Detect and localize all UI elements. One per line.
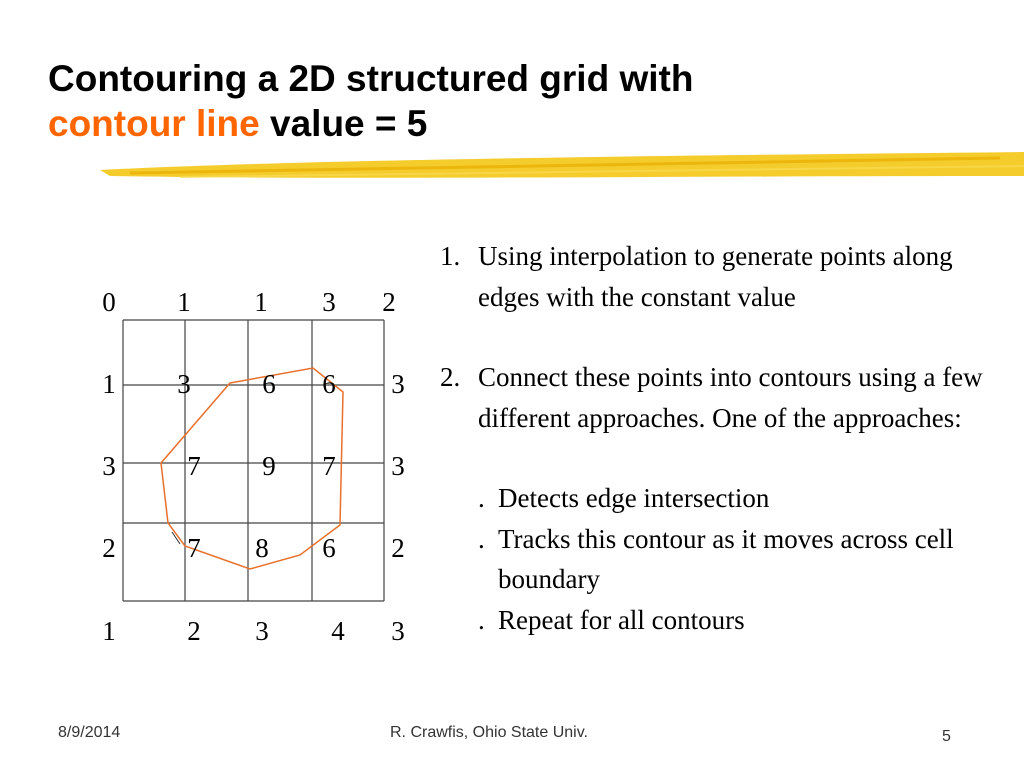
grid-value: 3 [391,616,405,646]
grid-value: 8 [255,533,269,563]
step-number: 1. [440,241,461,271]
grid-value: 2 [187,616,201,646]
grid-value: 2 [391,533,405,563]
grid-value: 3 [391,451,405,481]
step-text: Using interpolation to generate points a… [478,241,953,312]
substep-bullet: . [478,483,485,513]
grid-value: 3 [322,287,336,317]
page-number: 5 [942,728,951,745]
step-text: Connect these points into contours using… [478,362,983,433]
footer-credit: R. Crawfis, Ohio State Univ. [390,724,588,741]
substep-text: Repeat for all contours [498,604,745,635]
grid-value: 3 [177,369,191,399]
grid-value: 7 [322,451,336,481]
substep-text: Detects edge intersection [498,483,770,513]
contour-tick [171,531,181,545]
substep-bullet: . [478,523,485,554]
grid-value: 7 [187,533,201,563]
grid-value: 6 [262,369,276,399]
step-item: 1. Using interpolation to generate point… [440,236,1020,317]
title-underline-swoosh [100,152,1024,178]
grid-value: 1 [177,287,191,317]
step-number: 2. [440,362,461,392]
grid-value: 1 [102,369,116,399]
grid-value: 2 [102,533,116,563]
title-line-1: Contouring a 2D structured grid with [48,58,694,99]
substep-item: . Tracks this contour as it moves across… [478,519,1020,600]
grid-value: 1 [102,616,116,646]
grid-value: 0 [102,287,116,317]
grid-value: 6 [322,533,336,563]
footer-date: 8/9/2014 [58,724,121,741]
grid-value: 3 [391,369,405,399]
steps-list: 1. Using interpolation to generate point… [440,236,1020,640]
grid-value: 6 [322,369,336,399]
grid-value: 2 [382,287,396,317]
substeps-list: . Detects edge intersection . Tracks thi… [478,478,1020,640]
grid-value: 3 [102,451,116,481]
grid-value: 4 [331,616,345,646]
title-rest: value = 5 [270,103,428,144]
title-accent: contour line [48,103,260,144]
substep-item: . Repeat for all contours [478,600,1020,641]
substep-bullet: . [478,604,485,635]
step-item: 2. Connect these points into contours us… [440,357,1020,438]
substep-text: Tracks this contour as it moves across c… [498,523,954,595]
slide-title: Contouring a 2D structured grid with con… [48,56,693,146]
grid-value: 3 [255,616,269,646]
substep-item: . Detects edge intersection [478,478,1020,519]
grid-value: 9 [262,451,276,481]
grid-value: 1 [254,287,268,317]
contour-line [160,367,344,570]
grid-value: 7 [187,451,201,481]
